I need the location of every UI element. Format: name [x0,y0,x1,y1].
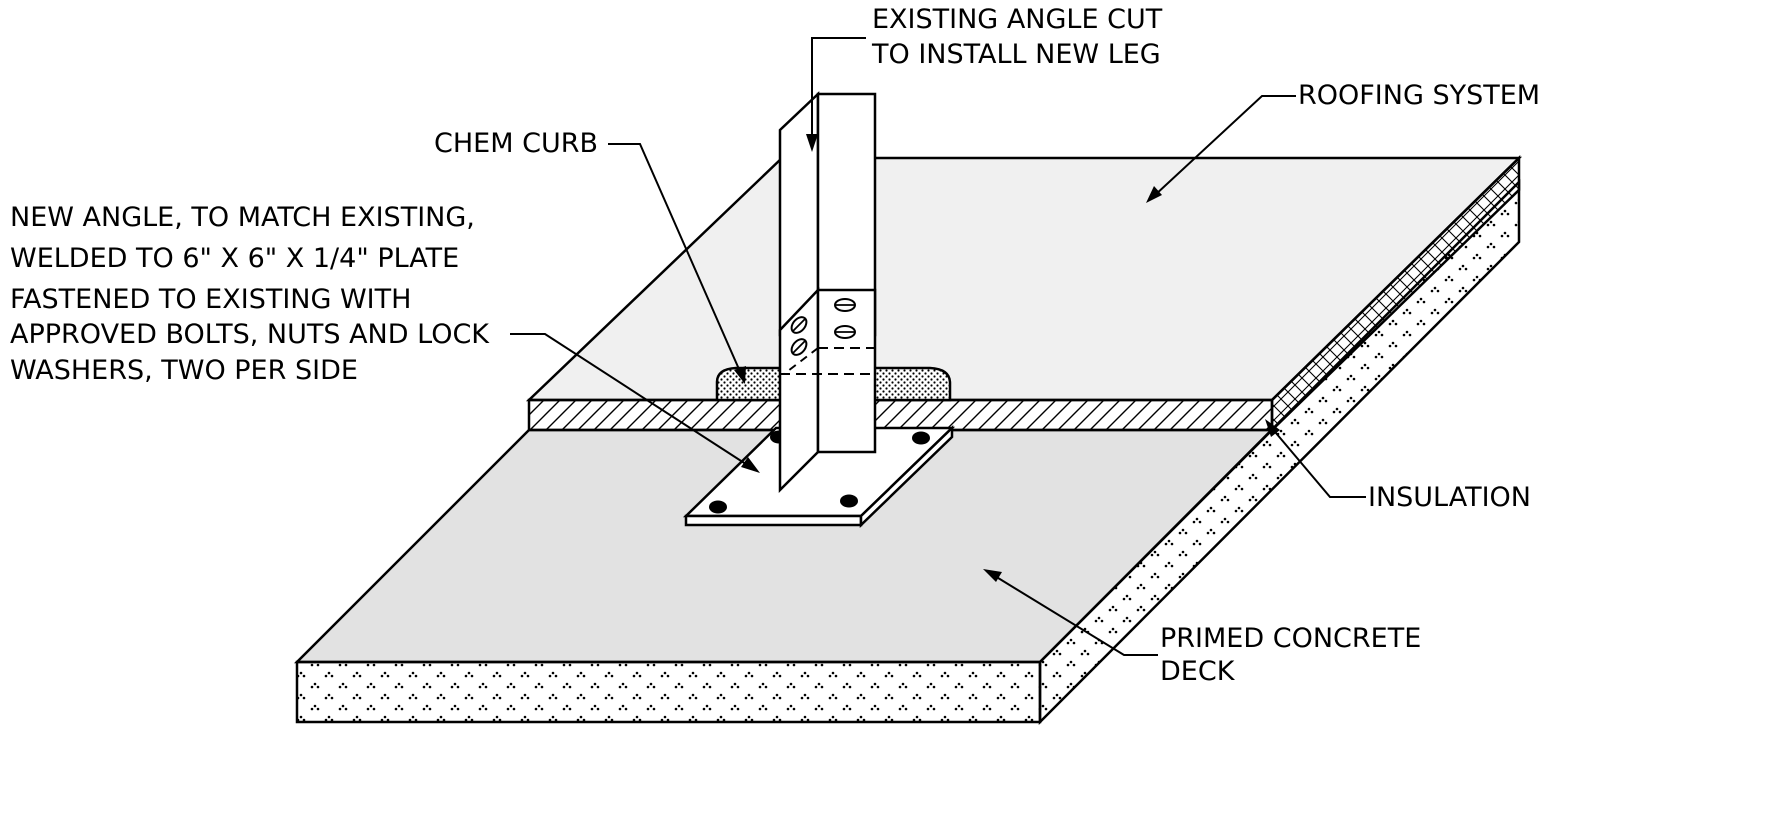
base-plate-edge [684,514,863,527]
insulation-front-section [527,398,1274,432]
existing-angle [778,91,877,337]
leader-chem-curb [608,143,743,377]
leader-lines [510,37,1366,656]
label-new-angle-line2: WELDED TO 6" X 6" X 1/4" PLATE [10,243,460,274]
label-existing-angle-line2: TO INSTALL NEW LEG [872,39,1161,70]
label-new-angle-line1: NEW ANGLE, TO MATCH EXISTING, [10,202,475,233]
deck-front-face [295,660,1042,724]
label-concrete-deck-line2: DECK [1160,656,1235,687]
label-new-angle-line3: FASTENED TO EXISTING WITH [10,284,412,315]
leader-concrete-deck [989,572,1158,656]
anchor-bolt [840,494,858,508]
new-angle-front-flange [816,288,877,454]
label-existing-angle-line1: EXISTING ANGLE CUT [872,4,1163,35]
new-angle-leg [778,286,877,494]
label-chem-curb: CHEM CURB [434,128,598,159]
hidden-line [783,347,819,375]
label-insulation: INSULATION [1368,482,1532,513]
insulation-side-section [1270,155,1521,433]
roofing-system [525,155,1523,433]
leader-insulation [1269,425,1366,498]
anchor-bolt [912,431,930,445]
anchor-bolt [709,500,727,514]
label-new-angle-line5: WASHERS, TWO PER SIDE [10,355,358,386]
leader-new-angle [510,333,753,469]
hidden-line [780,347,875,375]
leader-roofing-system [1153,95,1296,197]
label-roofing-system: ROOFING SYSTEM [1298,80,1541,111]
concrete-deck [293,178,1521,726]
leader-existing-angle [811,37,866,148]
label-concrete-deck-line1: PRIMED CONCRETE [1160,623,1422,654]
label-new-angle-line4: APPROVED BOLTS, NUTS AND LOCK [10,319,489,350]
